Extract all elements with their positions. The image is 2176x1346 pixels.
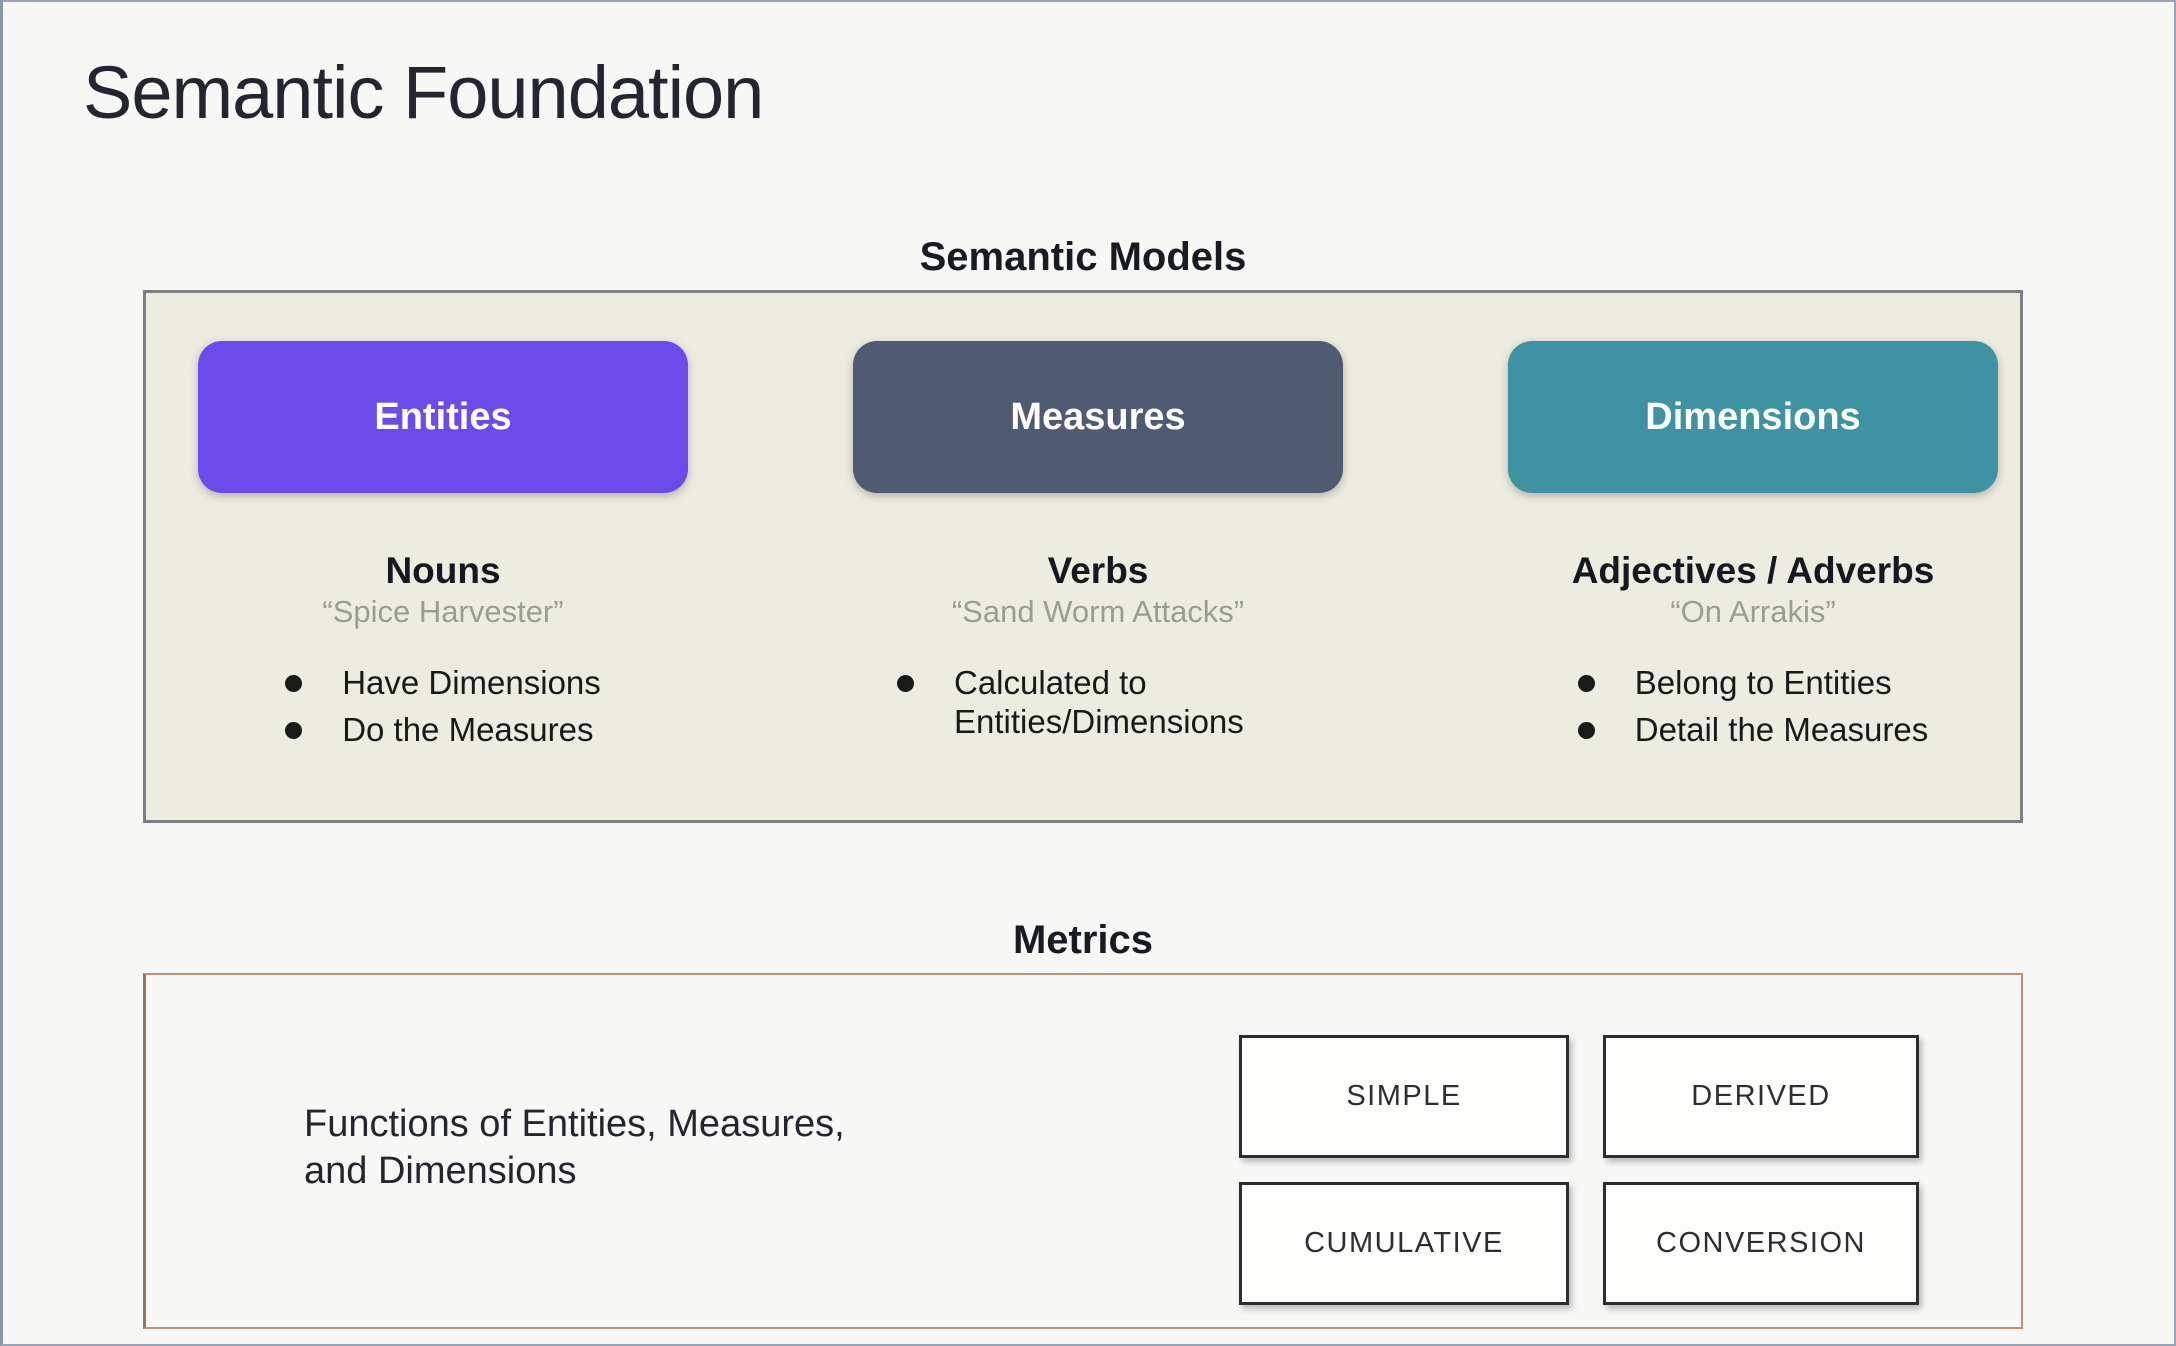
column-dimensions: Dimensions Adjectives / Adverbs “On Arra… bbox=[1508, 341, 1998, 820]
bullet-icon bbox=[1577, 721, 1595, 739]
metrics-section: Metrics Functions of Entities, Measures,… bbox=[143, 918, 2023, 1329]
entities-bullet-list: Have Dimensions Do the Measures bbox=[285, 664, 601, 758]
metrics-panel: Functions of Entities, Measures, and Dim… bbox=[143, 973, 2023, 1329]
metric-type-cumulative: CUMULATIVE bbox=[1239, 1182, 1569, 1305]
metrics-heading: Metrics bbox=[1012, 918, 1154, 962]
bullet-icon bbox=[897, 674, 914, 692]
dimensions-bullet-list: Belong to Entities Detail the Measures bbox=[1577, 664, 1928, 758]
metric-type-derived: DERIVED bbox=[1603, 1035, 1919, 1158]
list-item: Calculated to Entities/Dimensions bbox=[897, 664, 1299, 742]
bullet-icon bbox=[285, 721, 303, 739]
metric-type-simple: SIMPLE bbox=[1239, 1035, 1569, 1158]
bullet-icon bbox=[285, 674, 303, 692]
bullet-icon bbox=[1577, 674, 1595, 692]
entities-part-of-speech: Nouns bbox=[385, 550, 501, 591]
semantic-models-heading: Semantic Models bbox=[919, 235, 1247, 279]
metrics-description-line1: Functions of Entities, Measures, bbox=[304, 1103, 845, 1145]
measures-box: Measures bbox=[853, 341, 1343, 493]
semantic-models-section: Semantic Models Entities Nouns “Spice Ha… bbox=[143, 235, 2023, 823]
metric-type-conversion: CONVERSION bbox=[1603, 1182, 1919, 1305]
list-item: Belong to Entities bbox=[1577, 664, 1928, 703]
measures-bullet-list: Calculated to Entities/Dimensions bbox=[897, 664, 1299, 750]
measures-example: “Sand Worm Attacks” bbox=[951, 593, 1245, 629]
metrics-description: Functions of Entities, Measures, and Dim… bbox=[304, 1101, 845, 1195]
column-measures: Measures Verbs “Sand Worm Attacks” Calcu… bbox=[853, 341, 1343, 820]
measures-part-of-speech: Verbs bbox=[1047, 550, 1149, 591]
metrics-grid: SIMPLE DERIVED CUMULATIVE CONVERSION bbox=[1239, 1035, 1919, 1305]
dimensions-part-of-speech: Adjectives / Adverbs bbox=[1571, 550, 1935, 591]
entities-box: Entities bbox=[198, 341, 688, 493]
list-item: Do the Measures bbox=[285, 711, 601, 750]
list-item: Detail the Measures bbox=[1577, 711, 1928, 750]
semantic-models-panel: Entities Nouns “Spice Harvester” Have Di… bbox=[143, 290, 2023, 823]
dimensions-example: “On Arrakis” bbox=[1670, 593, 1836, 629]
entities-example: “Spice Harvester” bbox=[322, 593, 564, 629]
column-entities: Entities Nouns “Spice Harvester” Have Di… bbox=[198, 341, 688, 820]
list-item: Have Dimensions bbox=[285, 664, 601, 703]
page-title: Semantic Foundation bbox=[83, 51, 764, 134]
dimensions-box: Dimensions bbox=[1508, 341, 1998, 493]
metrics-description-line2: and Dimensions bbox=[304, 1150, 577, 1193]
